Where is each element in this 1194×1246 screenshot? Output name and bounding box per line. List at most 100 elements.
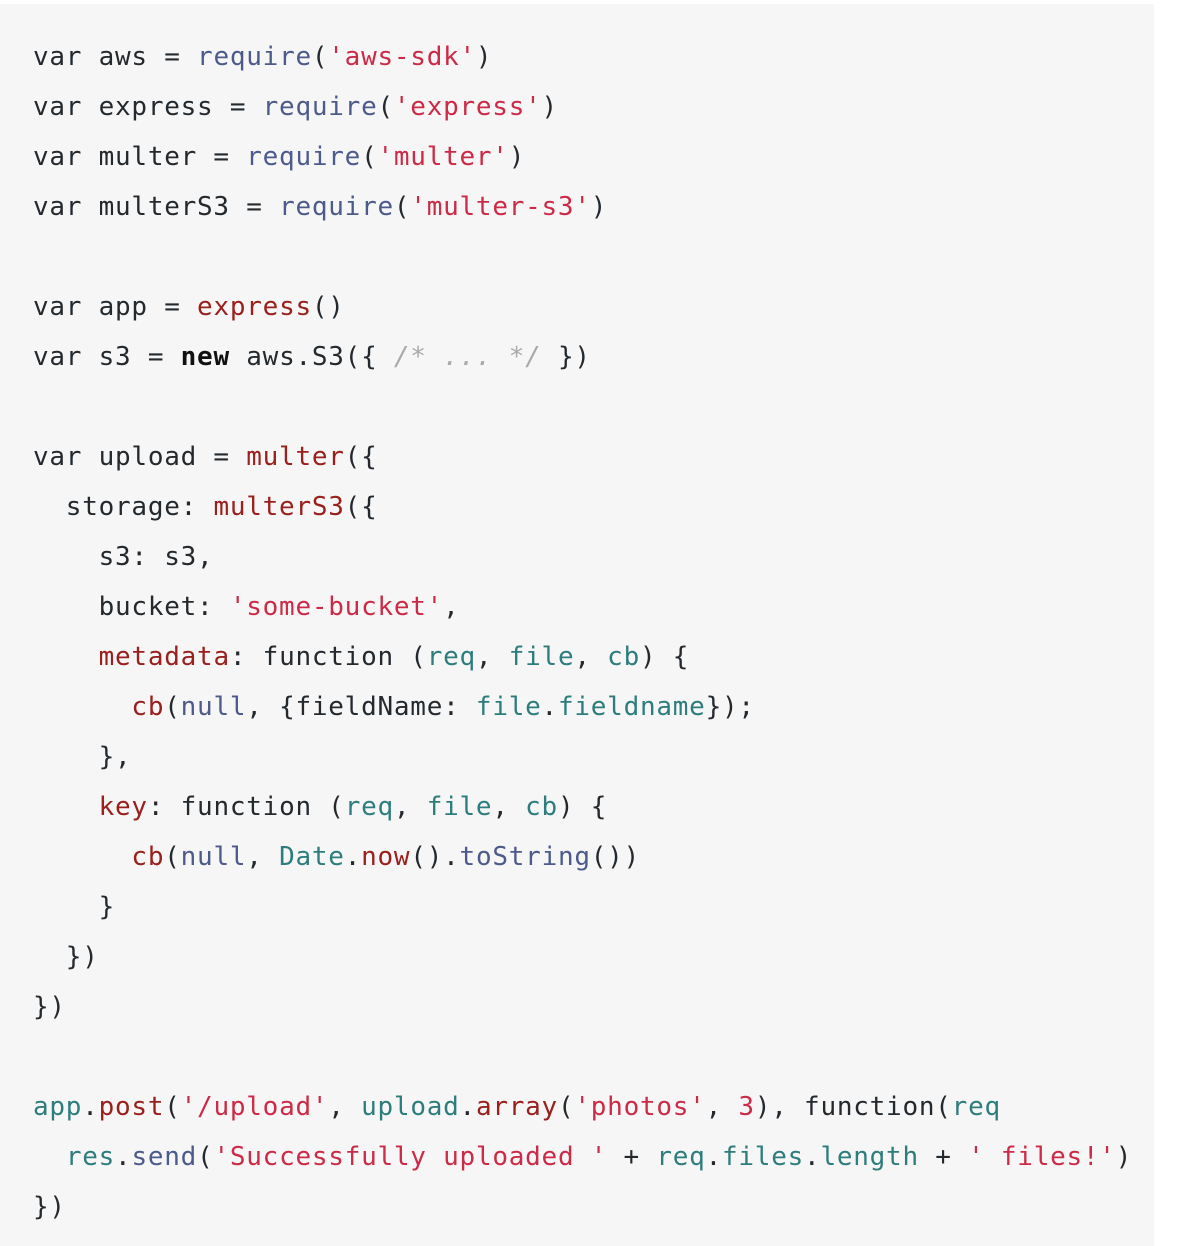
code-token-string: 'aws-sdk': [328, 42, 476, 72]
code-token-keyword: new: [180, 342, 230, 372]
code-token-plain: var s3 =: [33, 342, 181, 372]
code-token-plain: },: [33, 742, 132, 772]
code-token-plain: ): [508, 142, 526, 172]
code-token-plain: ({: [344, 442, 378, 472]
code-token-plain: .: [459, 1092, 476, 1122]
code-token-plain: }: [33, 892, 116, 922]
code-token-plain: ,: [574, 642, 608, 672]
code-token-call: multer: [246, 442, 345, 472]
code-token-builtin: require: [279, 192, 394, 222]
code-token-plain: var multer =: [33, 142, 247, 172]
code-token-builtin: null: [180, 692, 247, 722]
code-token-call: cb: [131, 842, 165, 872]
code-token-property: cb: [525, 792, 558, 822]
code-line: res.send('Successfully uploaded ' + req.…: [33, 1132, 1154, 1182]
code-token-plain: storage:: [33, 492, 214, 522]
code-token-plain: [33, 642, 99, 672]
code-token-builtin: require: [197, 42, 312, 72]
code-token-plain: (: [164, 692, 181, 722]
code-line: storage: multerS3({: [33, 482, 1154, 532]
code-token-property: files: [722, 1142, 805, 1172]
code-line: }): [33, 982, 1154, 1032]
code-token-plain: ()): [590, 842, 640, 872]
code-token-builtin: require: [246, 142, 362, 172]
code-token-string: 'some-bucket': [229, 592, 444, 622]
code-token-plain: .: [82, 1092, 99, 1122]
code-token-property: fieldname: [557, 692, 706, 722]
code-line: key: function (req, file, cb) {: [33, 782, 1154, 832]
code-token-plain: aws.S3({: [229, 342, 394, 372]
code-token-plain: }): [33, 992, 66, 1022]
code-token-property: file: [426, 792, 493, 822]
code-token-plain: (: [393, 192, 411, 222]
code-token-property: res: [65, 1142, 116, 1172]
code-token-number: 3: [738, 1092, 755, 1122]
code-line: [33, 382, 1154, 432]
code-token-plain: ,: [475, 642, 509, 672]
code-token-plain: ,: [705, 1092, 739, 1122]
code-token-string: 'multer-s3': [410, 192, 591, 222]
code-block: var aws = require('aws-sdk')var express …: [0, 4, 1154, 1246]
code-token-property: Date: [279, 842, 345, 872]
code-token-plain: [33, 792, 99, 822]
code-token-call: key: [98, 792, 148, 822]
code-token-plain: ): [590, 192, 608, 222]
code-token-plain: , {fieldName:: [246, 692, 476, 722]
code-line: var app = express(): [33, 282, 1154, 332]
code-token-property: file: [475, 692, 542, 722]
code-token-plain: [33, 1142, 66, 1172]
code-token-plain: s3: s3,: [33, 542, 214, 572]
code-token-plain: ({: [344, 492, 378, 522]
code-token-plain: ().: [410, 842, 460, 872]
code-token-plain: }): [33, 942, 99, 972]
code-token-plain: .: [705, 1142, 722, 1172]
code-line: }): [33, 932, 1154, 982]
code-token-plain: var express =: [33, 92, 263, 122]
code-token-call: array: [475, 1092, 558, 1122]
code-token-plain: ,: [492, 792, 526, 822]
code-token-call: multerS3: [213, 492, 345, 522]
code-token-plain: bucket:: [33, 592, 230, 622]
code-token-plain: (: [164, 1092, 181, 1122]
code-token-plain: var app =: [33, 292, 198, 322]
code-token-call: metadata: [98, 642, 230, 672]
code-line: },: [33, 732, 1154, 782]
code-token-property: cb: [607, 642, 640, 672]
code-token-plain: (): [311, 292, 345, 322]
code-token-plain: }): [33, 1192, 66, 1222]
code-token-call: express: [197, 292, 312, 322]
code-token-comment: /* ... */: [393, 342, 542, 372]
code-token-property: length: [820, 1142, 919, 1172]
code-token-property: req: [951, 1092, 1001, 1122]
code-token-plain: ): [1115, 1142, 1133, 1172]
code-token-plain: ) {: [557, 792, 608, 822]
code-token-property: app: [33, 1092, 83, 1122]
code-token-plain: .: [804, 1142, 821, 1172]
code-token-plain: ,: [443, 592, 460, 622]
code-line: cb(null, {fieldName: file.fieldname});: [33, 682, 1154, 732]
code-token-plain: (: [377, 92, 394, 122]
code-token-plain: ,: [393, 792, 427, 822]
code-token-plain: : function (: [229, 642, 427, 672]
code-line: metadata: function (req, file, cb) {: [33, 632, 1154, 682]
code-line: var upload = multer({: [33, 432, 1154, 482]
code-token-string: 'express': [393, 92, 542, 122]
code-token-plain: var aws =: [33, 42, 198, 72]
code-token-builtin: toString: [459, 842, 591, 872]
code-token-plain: var upload =: [33, 442, 247, 472]
code-token-plain: : function (: [147, 792, 345, 822]
code-token-plain: ), function(: [754, 1092, 952, 1122]
code-line: [33, 1032, 1154, 1082]
code-line: var aws = require('aws-sdk'): [33, 32, 1154, 82]
code-token-plain: ): [475, 42, 493, 72]
code-token-plain: [33, 692, 131, 722]
code-line: var s3 = new aws.S3({ /* ... */ }): [33, 332, 1154, 382]
code-token-call: post: [98, 1092, 165, 1122]
code-token-plain: .: [344, 842, 362, 872]
code-line: cb(null, Date.now().toString()): [33, 832, 1154, 882]
code-token-plain: }): [541, 342, 591, 372]
code-line: var express = require('express'): [33, 82, 1154, 132]
code-token-plain: });: [705, 692, 755, 722]
code-token-plain: (: [557, 1092, 575, 1122]
code-token-builtin: null: [180, 842, 247, 872]
